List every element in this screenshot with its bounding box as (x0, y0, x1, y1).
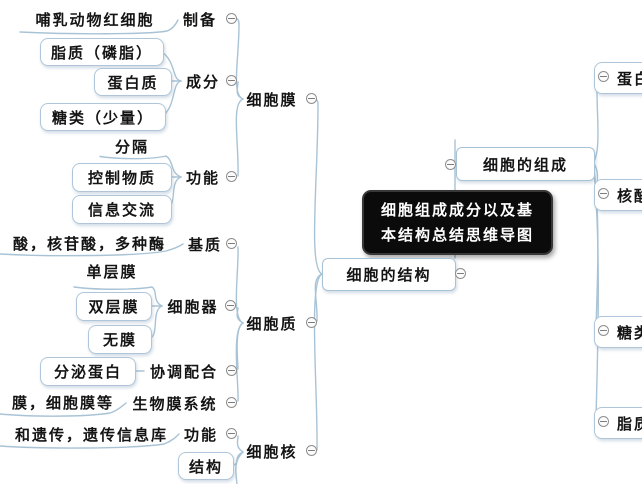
node-r-lipid[interactable]: 脂质 (594, 407, 642, 439)
node-matrix-detail[interactable]: 酸，核苷酸，多种酶 (12, 234, 166, 253)
collapse-icon[interactable]: − (306, 443, 317, 457)
collapse-icon[interactable]: − (226, 363, 237, 377)
node-sugar-small[interactable]: 糖类（少量） (40, 103, 166, 131)
node-nucleus[interactable]: 细胞核 (246, 442, 298, 461)
node-info-exchange[interactable]: 信息交流 (72, 195, 172, 224)
node-preparation[interactable]: 制备 (182, 10, 217, 29)
collapse-icon[interactable]: − (598, 186, 609, 200)
node-cell-membrane[interactable]: 细胞膜 (246, 90, 298, 109)
node-control-substance[interactable]: 控制物质 (72, 163, 172, 192)
central-topic[interactable]: 细胞组成成分以及基 本结构总结思维导图 (362, 190, 553, 255)
node-matrix[interactable]: 基质 (187, 235, 222, 254)
node-lipid-phospholipid[interactable]: 脂质（磷脂） (40, 38, 164, 66)
collapse-icon[interactable]: − (598, 69, 609, 83)
node-no-membrane[interactable]: 无膜 (88, 325, 152, 354)
collapse-icon[interactable]: − (445, 157, 456, 171)
collapse-icon[interactable]: − (225, 298, 236, 312)
node-nucleus-structure[interactable]: 结构 (178, 452, 234, 480)
node-coordination[interactable]: 协调配合 (149, 362, 218, 381)
central-topic-line1: 细胞组成成分以及基 (380, 201, 534, 219)
node-nucleus-function[interactable]: 功能 (183, 425, 218, 444)
collapse-icon[interactable]: − (455, 266, 466, 280)
collapse-icon[interactable]: − (226, 73, 237, 87)
node-protein[interactable]: 蛋白质 (94, 68, 172, 96)
node-nucleus-function-detail[interactable]: 和遗传，遗传信息库 (14, 425, 168, 444)
collapse-icon[interactable]: − (306, 91, 317, 105)
node-mammal-rbc[interactable]: 哺乳动物红细胞 (35, 10, 155, 29)
collapse-icon[interactable]: − (306, 315, 317, 329)
collapse-icon[interactable]: − (226, 236, 237, 250)
collapse-icon[interactable]: − (226, 395, 237, 409)
collapse-icon[interactable]: − (226, 11, 237, 25)
node-double-membrane[interactable]: 双层膜 (76, 292, 152, 321)
node-separation[interactable]: 分隔 (114, 137, 149, 156)
node-organelles[interactable]: 细胞器 (167, 297, 219, 316)
collapse-icon[interactable]: − (598, 323, 609, 337)
node-secretory-protein[interactable]: 分泌蛋白 (40, 357, 136, 386)
node-membrane-function[interactable]: 功能 (185, 168, 220, 187)
collapse-icon[interactable]: − (226, 169, 237, 183)
central-topic-line2: 本结构总结思维导图 (380, 226, 534, 244)
node-composition[interactable]: 成分 (185, 72, 220, 91)
collapse-icon[interactable]: − (226, 426, 237, 440)
node-single-membrane[interactable]: 单层膜 (86, 262, 138, 281)
node-biomembrane-system[interactable]: 生物膜系统 (132, 394, 218, 413)
node-cell-structure[interactable]: 细胞的结构 (322, 258, 456, 291)
node-cell-composition[interactable]: 细胞的组成 (456, 147, 595, 181)
node-cytoplasm[interactable]: 细胞质 (246, 314, 298, 333)
node-biomembrane-detail[interactable]: 膜，细胞膜等 (11, 393, 114, 412)
collapse-icon[interactable]: − (598, 414, 609, 428)
